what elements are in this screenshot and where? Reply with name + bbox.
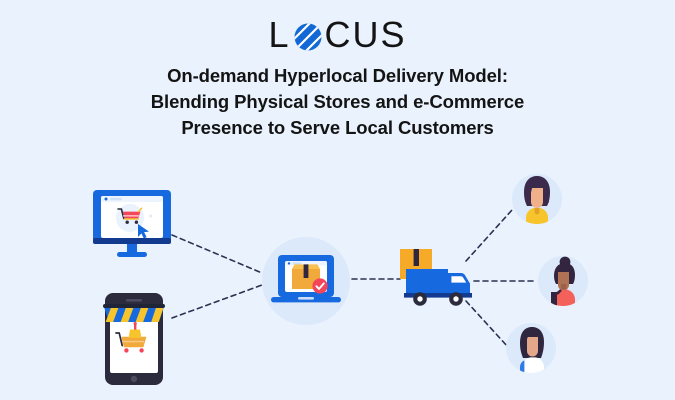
title-line-1: On-demand Hyperlocal Delivery Model: <box>167 65 508 86</box>
logo-text-left: L <box>268 14 291 55</box>
customer-avatar-icon <box>538 256 588 306</box>
desktop-store-node[interactable] <box>90 188 174 266</box>
delivery-truck-node[interactable] <box>398 247 478 311</box>
connector-truck-to-customer-3 <box>465 300 509 348</box>
connector-lines <box>171 209 535 348</box>
delivery-truck-icon <box>400 249 472 306</box>
title-line-3: Presence to Serve Local Customers <box>181 117 494 138</box>
logo-text-right: CUS <box>324 14 407 55</box>
globe-icon <box>293 22 323 52</box>
smartphone-shop-cart-icon <box>103 293 165 385</box>
customer-1-node[interactable] <box>506 168 568 230</box>
customer-2-node[interactable] <box>532 250 594 312</box>
connector-truck-to-customer-1 <box>465 209 513 262</box>
shop-awning-icon <box>103 304 165 322</box>
customer-avatar-icon <box>506 323 556 373</box>
cursor-arrow-icon <box>138 224 149 239</box>
verified-check-badge <box>312 278 328 294</box>
customer-3-node[interactable] <box>500 317 562 379</box>
laptop-package-verified-icon <box>262 237 350 325</box>
fulfilment-hub-node[interactable] <box>258 233 354 329</box>
page-title: On-demand Hyperlocal Delivery Model: Ble… <box>0 63 675 141</box>
desktop-monitor-cart-icon <box>93 190 171 257</box>
customer-avatar-icon <box>512 174 562 224</box>
mobile-store-node[interactable] <box>103 291 165 387</box>
locus-logo: L CUS <box>0 12 675 58</box>
delivery-model-diagram <box>0 155 675 400</box>
title-line-2: Blending Physical Stores and e-Commerce <box>150 91 525 112</box>
connector-mobile-to-hub <box>171 284 263 319</box>
connector-desktop-to-hub <box>171 234 263 274</box>
